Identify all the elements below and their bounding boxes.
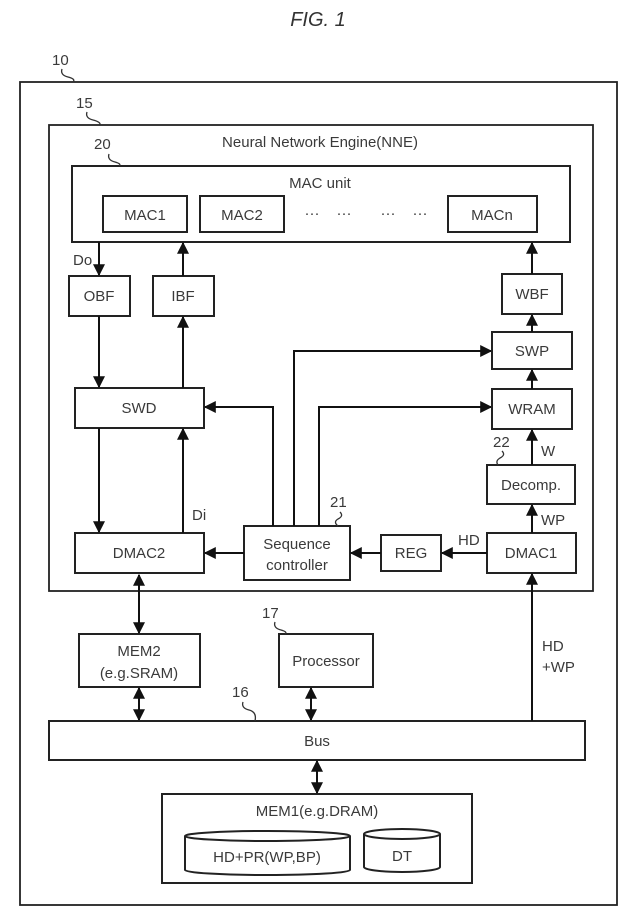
signal-hd-wp-line2: +WP bbox=[542, 659, 575, 676]
ref-processor-leader bbox=[273, 621, 287, 635]
signal-hd: HD bbox=[458, 532, 480, 549]
ref-decomp-leader bbox=[496, 450, 505, 466]
macn-label: MACn bbox=[471, 207, 513, 224]
swp-label: SWP bbox=[515, 343, 549, 360]
mac2-label: MAC2 bbox=[221, 207, 263, 224]
mac1-box bbox=[102, 195, 188, 233]
dmac2-label: DMAC2 bbox=[113, 545, 166, 562]
mac2-box bbox=[199, 195, 285, 233]
ref-sequence-controller: 21 bbox=[330, 494, 347, 511]
ref-system: 10 bbox=[52, 52, 69, 69]
wram-label: WRAM bbox=[508, 401, 556, 418]
swd-label: SWD bbox=[122, 400, 157, 417]
ref-nne-leader bbox=[85, 111, 101, 126]
ellipsis-3: ··· bbox=[381, 205, 396, 222]
nne-label: Neural Network Engine(NNE) bbox=[222, 134, 418, 151]
ref-sequence-controller-leader bbox=[334, 511, 343, 527]
mac1-label: MAC1 bbox=[124, 207, 166, 224]
signal-w: W bbox=[541, 443, 556, 460]
system-box bbox=[19, 81, 618, 906]
ibf-box bbox=[152, 275, 215, 317]
ref-decomp: 22 bbox=[493, 434, 510, 451]
macn-box bbox=[447, 195, 538, 233]
signal-hd-wp-line1: HD bbox=[542, 638, 564, 655]
dmac1-box bbox=[486, 532, 577, 574]
signal-do: Do bbox=[73, 252, 92, 269]
arrow-seq-to-swd bbox=[203, 401, 274, 526]
storage-dt-cylinder bbox=[363, 828, 441, 873]
bus-box bbox=[48, 720, 586, 761]
wbf-label: WBF bbox=[515, 286, 548, 303]
reg-box bbox=[380, 534, 442, 572]
ref-system-leader bbox=[60, 68, 75, 83]
signal-di: Di bbox=[192, 507, 206, 524]
ref-bus: 16 bbox=[232, 684, 249, 701]
ref-processor: 17 bbox=[262, 605, 279, 622]
storage-hd-pr-cylinder bbox=[184, 830, 351, 877]
mac-unit-label: MAC unit bbox=[289, 175, 352, 192]
ellipsis-1: ··· bbox=[305, 205, 320, 222]
ellipsis-4: ··· bbox=[413, 205, 428, 222]
ellipsis-2: ··· bbox=[337, 205, 352, 222]
arrow-seq-to-wram bbox=[318, 401, 493, 526]
arrow-seq-to-swp bbox=[293, 345, 493, 526]
mem2-box bbox=[78, 633, 201, 688]
swp-box bbox=[491, 331, 573, 370]
mem2-line2: (e.g.SRAM) bbox=[100, 665, 178, 682]
ref-bus-leader bbox=[241, 701, 257, 722]
sequence-controller-line1: Sequence bbox=[263, 536, 331, 553]
mem1-label: MEM1(e.g.DRAM) bbox=[256, 803, 379, 820]
ref-mac-unit-leader bbox=[107, 153, 121, 167]
obf-label: OBF bbox=[84, 288, 115, 305]
bus-label: Bus bbox=[304, 733, 330, 750]
ref-nne: 15 bbox=[76, 95, 93, 112]
sequence-controller-line2: controller bbox=[266, 557, 328, 574]
reg-label: REG bbox=[395, 545, 428, 562]
ref-mac-unit: 20 bbox=[94, 136, 111, 153]
mem2-line1: MEM2 bbox=[117, 643, 160, 660]
ibf-label: IBF bbox=[171, 288, 194, 305]
processor-label: Processor bbox=[292, 653, 360, 670]
swd-box bbox=[74, 387, 205, 429]
signal-wp: WP bbox=[541, 512, 565, 529]
decomp-label: Decomp. bbox=[501, 477, 561, 494]
dmac1-label: DMAC1 bbox=[505, 545, 558, 562]
dmac2-box bbox=[74, 532, 205, 574]
decomp-box bbox=[486, 464, 576, 505]
nne-box bbox=[48, 124, 594, 592]
figure-title: FIG. 1 bbox=[290, 9, 346, 31]
storage-dt-label: DT bbox=[392, 848, 412, 865]
storage-hd-pr-label: HD+PR(WP,BP) bbox=[213, 849, 321, 866]
processor-box bbox=[278, 633, 374, 688]
